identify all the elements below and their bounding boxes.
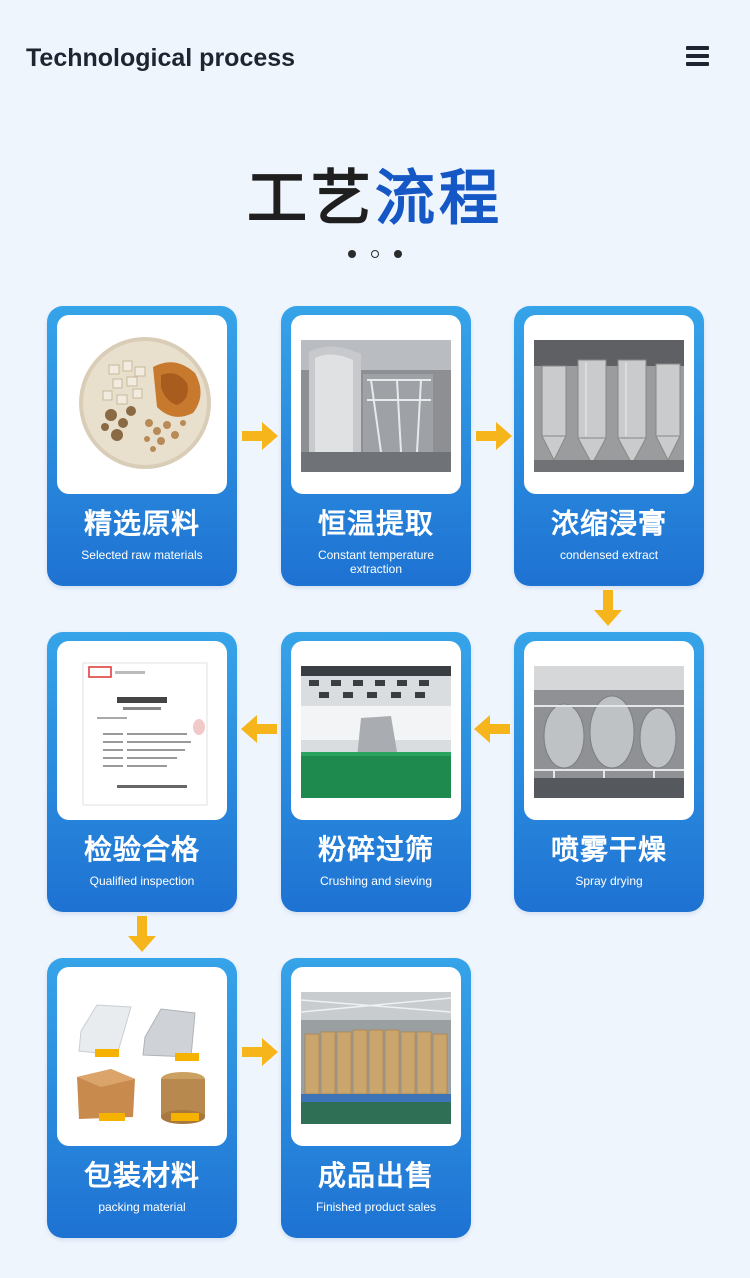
section-title-part1: 工艺	[247, 164, 375, 234]
arrow-down-icon	[122, 914, 162, 954]
step-title: 成品出售	[317, 1159, 434, 1192]
step-title: 恒温提取	[317, 507, 434, 540]
process-step-card: 恒温提取 Constant temperature extraction	[281, 306, 471, 586]
step-title: 检验合格	[83, 833, 200, 866]
arrow-left-icon	[239, 709, 279, 749]
inspection-report-photo	[57, 641, 227, 820]
spray-drying-equipment-photo	[524, 641, 694, 820]
arrow-left-icon	[472, 709, 512, 749]
step-title: 喷雾干燥	[550, 833, 667, 866]
process-step-card: 浓缩浸膏 condensed extract	[514, 306, 704, 586]
process-step-card: 包装材料 packing material	[47, 958, 237, 1238]
step-title: 浓缩浸膏	[550, 507, 667, 540]
step-title: 包装材料	[83, 1159, 200, 1192]
step-subtitle: packing material	[98, 1200, 186, 1214]
warehouse-photo	[291, 967, 461, 1146]
step-title: 精选原料	[83, 507, 200, 540]
arrow-right-icon	[240, 416, 280, 456]
step-subtitle: Spray drying	[575, 874, 643, 888]
arrow-right-icon	[240, 1032, 280, 1072]
arrow-down-icon	[588, 588, 628, 628]
top-bar: Technological process	[0, 0, 750, 120]
extraction-equipment-photo	[291, 315, 461, 494]
process-step-card: 检验合格 Qualified inspection	[47, 632, 237, 912]
process-step-card: 粉碎过筛 Crushing and sieving	[281, 632, 471, 912]
page-title: Technological process	[26, 44, 296, 72]
step-title: 粉碎过筛	[317, 833, 434, 866]
concentration-tanks-photo	[524, 315, 694, 494]
hamburger-menu-icon[interactable]	[684, 44, 712, 68]
section-heading: 工艺流程	[0, 160, 750, 238]
process-step-card: 精选原料 Selected raw materials	[47, 306, 237, 586]
step-subtitle: condensed extract	[559, 548, 659, 562]
raw-materials-photo	[57, 315, 227, 494]
crushing-workshop-photo	[291, 641, 461, 820]
step-subtitle: Selected raw materials	[81, 548, 203, 562]
step-subtitle: Finished product sales	[315, 1200, 437, 1214]
step-subtitle: Qualified inspection	[89, 874, 195, 888]
process-step-card: 喷雾干燥 Spray drying	[514, 632, 704, 912]
packing-material-photo	[57, 967, 227, 1146]
process-step-card: 成品出售 Finished product sales	[281, 958, 471, 1238]
arrow-right-icon	[474, 416, 514, 456]
decorative-dots	[344, 248, 406, 260]
step-subtitle: Crushing and sieving	[319, 874, 433, 888]
step-subtitle: Constant temperature extraction	[317, 548, 435, 576]
section-title: 工艺流程	[0, 160, 750, 238]
section-title-part2: 流程	[375, 164, 503, 234]
